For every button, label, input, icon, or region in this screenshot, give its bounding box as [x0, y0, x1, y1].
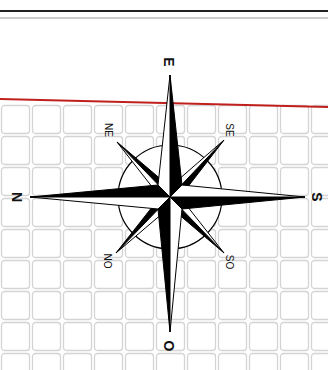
compass-rose [30, 75, 305, 332]
direction-letter: S [310, 192, 324, 201]
direction-letter: E [162, 57, 176, 66]
direction-letter: O [162, 341, 176, 352]
direction-abbrev: NE [103, 123, 113, 137]
border-line [0, 10, 328, 12]
direction-abbrev: SO [224, 255, 234, 269]
direction-letter: N [10, 192, 24, 202]
border-line [0, 18, 328, 19]
direction-abbrev: SE [224, 123, 234, 136]
direction-abbrev: NO [102, 254, 112, 269]
red-line [0, 99, 328, 107]
